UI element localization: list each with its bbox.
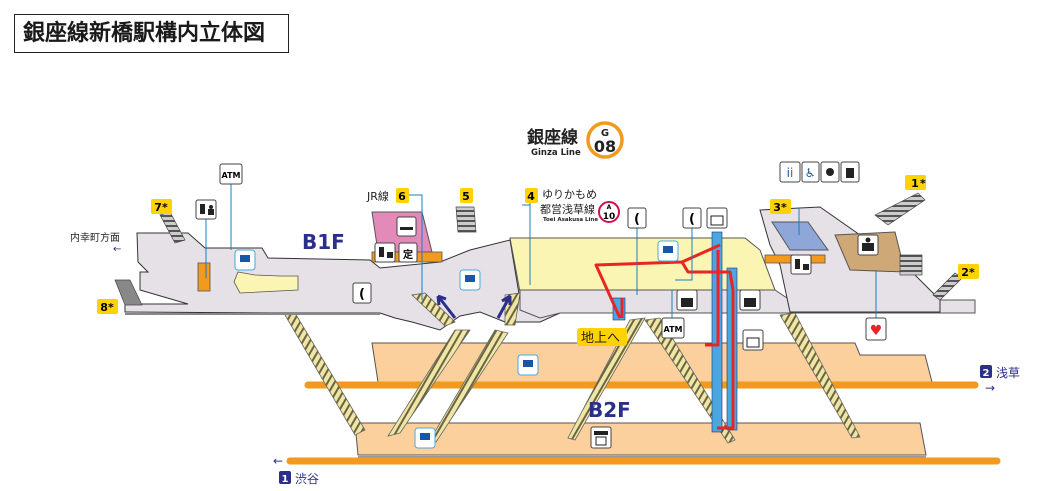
exit-7-badge: 7*	[151, 199, 172, 214]
exit-1-lower-stairs	[899, 254, 923, 276]
direction-arrow-right-icon: →	[985, 381, 995, 395]
ticket-office-icon	[396, 216, 417, 237]
page-title: 銀座線新橋駅構内立体図	[14, 14, 289, 53]
floor-label-b1f: B1F	[302, 230, 345, 254]
svg-text:4: 4	[527, 190, 535, 203]
direction-uchisaiwaicho: 内幸町方面	[70, 231, 120, 244]
svg-text:(: (	[634, 212, 640, 227]
exit-3-badge: 3*	[770, 199, 791, 214]
svg-text:♿: ♿	[805, 166, 816, 180]
asakusa-station-number-badge	[598, 201, 620, 223]
ticket-machine-icon	[790, 254, 812, 275]
baby-room-icon	[820, 161, 840, 183]
jr-line-label: JR線	[366, 189, 389, 203]
svg-text:5: 5	[462, 190, 470, 203]
icon-leader-lines	[205, 184, 877, 318]
phone-icon: (	[682, 207, 702, 229]
direction-asakusa-number	[980, 365, 992, 378]
exit-8-stairs	[114, 279, 143, 306]
ticket-gate	[197, 262, 211, 292]
shop-icon	[590, 426, 612, 449]
direction-arrow-left-icon: ←	[113, 244, 121, 255]
stairs	[567, 317, 646, 441]
ic-card-charge-icon	[234, 249, 256, 271]
svg-text:ii: ii	[787, 166, 794, 180]
ticket-machine-icon	[195, 199, 217, 220]
svg-text:♥: ♥	[870, 323, 883, 339]
up-arrow-icon	[496, 294, 512, 319]
station-office	[771, 221, 829, 251]
asakusa-line-letter: A	[607, 204, 612, 211]
asakusa-line-label: 都営浅草線	[540, 202, 595, 216]
exit-1-stairs	[874, 192, 926, 226]
wheelchair-icon: ♿	[801, 161, 820, 183]
exit-8-badge: 8*	[97, 299, 118, 314]
asakusa-line-label-en: Toei Asakusa Line	[543, 217, 598, 223]
svg-text:(: (	[689, 212, 695, 227]
to-ground-label: 地上へ	[581, 331, 620, 346]
to-ground-label-bg	[577, 328, 627, 346]
exit-4-badge: 4	[525, 188, 538, 203]
svg-text:1: 1	[911, 177, 919, 190]
stairs	[284, 312, 366, 436]
stairs	[387, 329, 471, 437]
phone-icon: (	[352, 282, 372, 304]
exit-5-badge: 5	[460, 188, 473, 203]
svg-text:(: (	[359, 287, 365, 302]
direction-asakusa: 浅草	[996, 366, 1020, 380]
station-staff-icon	[857, 234, 879, 256]
stairs	[429, 329, 509, 443]
ginza-line-name-en: Ginza Line	[531, 148, 581, 158]
direction-arrow-left-icon: ←	[273, 454, 283, 468]
yurikamome-label: ゆりかもめ	[542, 188, 597, 201]
exit-2-stairs	[932, 272, 963, 301]
direction-shibuya: 渋谷	[295, 472, 319, 486]
stairs	[779, 312, 861, 439]
exit-6-badge: 6	[396, 188, 409, 203]
asakusa-station-number: 10	[603, 212, 616, 222]
up-arrow-icon	[436, 294, 457, 319]
locker-icon	[739, 289, 761, 311]
atm-icon: ATM	[661, 317, 685, 339]
svg-text:*: *	[920, 177, 926, 190]
restroom-icon: ii	[779, 161, 801, 183]
phone-icon: (	[627, 207, 647, 229]
elevator-icon	[742, 329, 764, 351]
ic-card-charge-icon	[657, 240, 679, 262]
direction-shibuya-number-text: 1	[282, 474, 289, 485]
floor-label-b2f: B2F	[588, 398, 631, 422]
accessible-route	[594, 243, 735, 430]
svg-text:ATM: ATM	[664, 325, 683, 334]
ic-card-charge-icon	[459, 269, 481, 291]
svg-text:3*: 3*	[773, 201, 787, 214]
direction-shibuya-number	[279, 471, 291, 484]
ginza-line-name-ja: 銀座線	[527, 127, 578, 148]
ic-card-charge-icon	[517, 354, 539, 376]
exit-5-stairs	[455, 206, 477, 233]
ticket-machine-icon	[374, 242, 396, 263]
direction-asakusa-number-text: 2	[983, 368, 990, 379]
svg-text:7*: 7*	[154, 201, 168, 214]
svg-text:ATM: ATM	[222, 171, 241, 180]
atm-icon: ATM	[219, 163, 243, 185]
locker-icon	[676, 289, 698, 311]
ticket-gate-area	[233, 271, 299, 294]
multipurpose-room-icon	[840, 161, 860, 183]
svg-text:定: 定	[403, 248, 413, 261]
exit-2-badge: 2*	[958, 264, 979, 279]
ginza-line-letter: G	[601, 128, 609, 139]
elevator-icon	[706, 207, 728, 229]
ginza-station-number: 08	[594, 137, 616, 156]
exit-1-badge: 1*	[905, 175, 926, 190]
aed-icon: ♥	[865, 317, 887, 341]
svg-text:2*: 2*	[961, 266, 975, 279]
svg-text:6: 6	[398, 190, 406, 203]
commuter-pass-icon: 定	[398, 242, 418, 263]
svg-text:8*: 8*	[100, 301, 114, 314]
ic-card-charge-icon	[414, 427, 436, 449]
ginza-station-number-badge	[586, 121, 624, 159]
escalator	[411, 292, 456, 327]
